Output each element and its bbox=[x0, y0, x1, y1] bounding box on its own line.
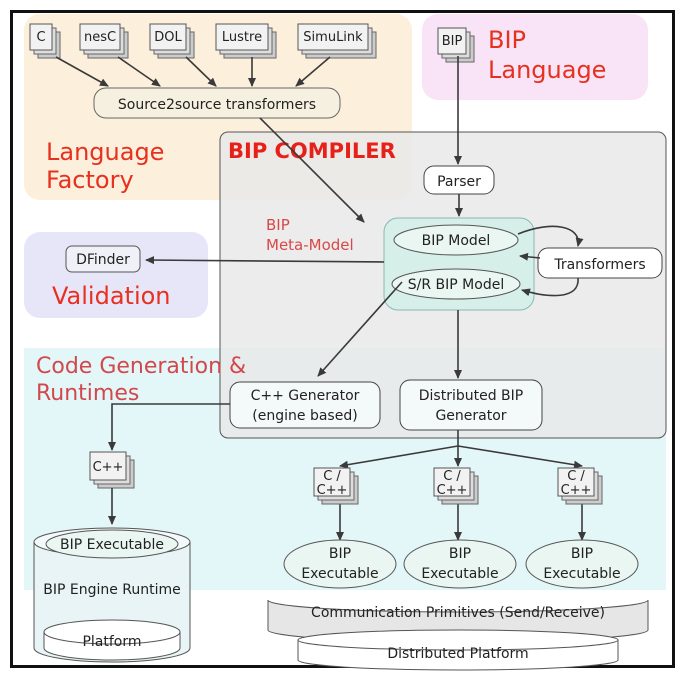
communication-primitives-label: Communication Primitives (Send/Receive) bbox=[311, 605, 605, 621]
distributed-generator-label: Distributed BIP bbox=[419, 388, 523, 404]
svg-text:DOL: DOL bbox=[154, 30, 182, 45]
meta-model-label: BIP bbox=[266, 216, 290, 234]
source-file-simulink: SimuLink bbox=[297, 23, 377, 59]
bip-executable-node-label-2: Executable bbox=[543, 566, 620, 582]
svg-text:nesC: nesC bbox=[84, 30, 116, 45]
dfinder-label: DFinder bbox=[76, 252, 130, 268]
svg-text:C /: C / bbox=[323, 469, 341, 484]
platform-box bbox=[43, 619, 181, 661]
svg-text:C++: C++ bbox=[561, 483, 592, 498]
transformers-label: Transformers bbox=[553, 257, 645, 273]
bip-executable-node-label-2: Executable bbox=[301, 566, 378, 582]
source-file-lustre: Lustre bbox=[215, 23, 277, 59]
bip-model-box bbox=[393, 224, 519, 256]
svg-text:C++: C++ bbox=[317, 483, 348, 498]
bip-executable-node bbox=[283, 539, 397, 589]
bip-engine-runtime-label: BIP Engine Runtime bbox=[43, 582, 181, 598]
meta-model-label-2: Meta-Model bbox=[266, 236, 354, 254]
source2source-transformers-label: Source2source transformers bbox=[118, 97, 316, 113]
c-cpp-file-icon: C / C++ bbox=[313, 467, 359, 505]
bip-language-title: BIP bbox=[488, 26, 526, 54]
bip-executable-engine bbox=[45, 529, 179, 559]
svg-text:C: C bbox=[36, 30, 45, 45]
source-file-c: C bbox=[29, 23, 61, 59]
bip-executable-node-label: BIP bbox=[329, 546, 351, 562]
svg-text:C /: C / bbox=[567, 469, 585, 484]
sr-bip-model-label: S/R BIP Model bbox=[408, 277, 504, 293]
language-factory-title: Language bbox=[46, 138, 164, 166]
distributed-platform bbox=[297, 629, 619, 671]
bip-file-icon: BIP bbox=[437, 27, 475, 63]
distributed-generator-label-2: Generator bbox=[435, 408, 506, 424]
bip-executable-node-label: BIP bbox=[571, 546, 593, 562]
transformers-box bbox=[537, 247, 663, 279]
parser-label: Parser bbox=[437, 174, 481, 190]
bip-executable-node bbox=[525, 539, 639, 589]
svg-text:C++: C++ bbox=[437, 483, 468, 498]
bip-language-region bbox=[422, 14, 648, 100]
cpp-generator-label-2: (engine based) bbox=[252, 408, 357, 424]
bip-model-label: BIP Model bbox=[422, 233, 491, 249]
cpp-file-icon: C++ bbox=[89, 451, 135, 489]
source2source-transformers-box bbox=[93, 87, 341, 119]
validation-title: Validation bbox=[52, 282, 171, 310]
language-factory-title-2: Factory bbox=[46, 166, 134, 194]
svg-text:BIP: BIP bbox=[442, 34, 463, 49]
svg-text:SimuLink: SimuLink bbox=[303, 30, 363, 45]
bip-executable-engine-label: BIP Executable bbox=[60, 537, 164, 553]
cpp-generator-label: C++ Generator bbox=[251, 388, 360, 404]
codegen-title-2: Runtimes bbox=[36, 381, 139, 406]
distributed-generator-box bbox=[399, 379, 543, 431]
svg-text:Lustre: Lustre bbox=[222, 30, 262, 45]
source-file-dol: DOL bbox=[149, 23, 195, 59]
bip-executable-node-label-2: Executable bbox=[421, 566, 498, 582]
svg-text:C /: C / bbox=[443, 469, 461, 484]
bip-language-title-2: Language bbox=[488, 56, 606, 84]
bip-compiler-title: BIP COMPILER bbox=[228, 139, 396, 163]
dfinder-box bbox=[65, 245, 141, 273]
c-cpp-file-icon: C / C++ bbox=[557, 467, 603, 505]
bip-executable-node bbox=[403, 539, 517, 589]
source-file-nesc: nesC bbox=[79, 23, 129, 59]
sr-bip-model-box bbox=[391, 268, 521, 300]
codegen-title: Code Generation & bbox=[36, 354, 246, 379]
c-cpp-file-icon: C / C++ bbox=[433, 467, 479, 505]
svg-text:C++: C++ bbox=[93, 460, 124, 475]
platform-label: Platform bbox=[82, 634, 141, 650]
cpp-generator-box bbox=[229, 381, 381, 429]
bip-executable-node-label: BIP bbox=[449, 546, 471, 562]
distributed-platform-label: Distributed Platform bbox=[387, 646, 528, 662]
